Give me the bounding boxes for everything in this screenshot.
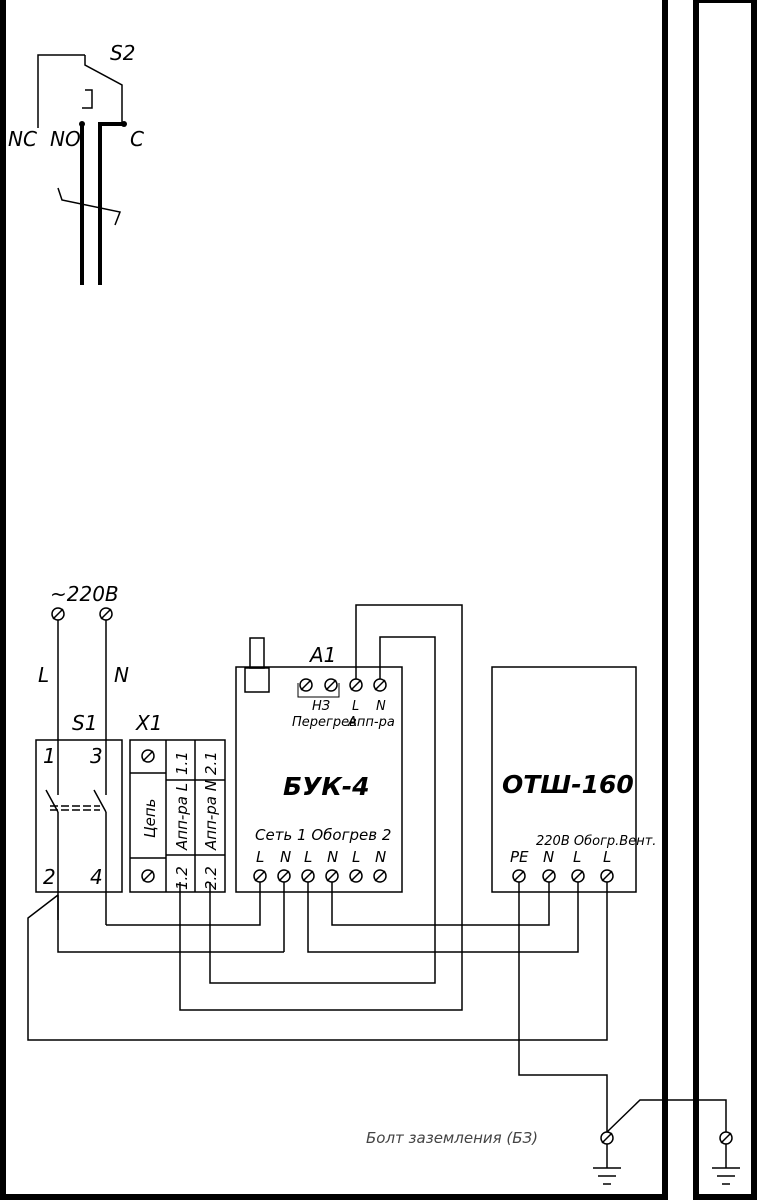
wiring <box>27 604 727 1168</box>
x1-cell-1-1: 1.1 <box>173 751 191 775</box>
heater-otsh160 <box>491 666 637 893</box>
buk4-heat2-l-terminal-icon <box>349 869 363 883</box>
otsh160-terminal-label-n: N <box>543 848 554 866</box>
buk4-app-n-terminal-icon <box>373 678 387 692</box>
otsh160-l2-terminal-icon <box>600 869 614 883</box>
buk4-a1-label: A1 <box>308 643 336 667</box>
buk4-nz-terminal-1-icon <box>299 678 313 692</box>
ground-symbol-icon <box>593 1167 621 1185</box>
supply-l-terminal-icon <box>51 607 65 621</box>
otsh160-title: ОТШ-160 <box>502 770 634 799</box>
supply-l-label: L <box>38 663 49 687</box>
breaker-s1 <box>35 739 123 893</box>
buk4-net-l-terminal-icon <box>253 869 267 883</box>
buk4-app-l-terminal-icon <box>349 678 363 692</box>
s2-label: S2 <box>110 41 135 65</box>
buk4-terminal-label-1: L <box>256 848 264 866</box>
s1-terminal-1: 1 <box>43 744 56 768</box>
buk4-overheat-label: Перегрев <box>292 715 357 730</box>
buk4-net-n-terminal-icon <box>277 869 291 883</box>
x1-app-n-label: Апп-ра N <box>202 780 220 851</box>
buk4-top-n-label: N <box>376 699 386 714</box>
buk4-nz-terminal-2-icon <box>324 678 338 692</box>
x1-cell-1-2: 1.2 <box>173 866 191 890</box>
s1-contacts <box>45 620 107 925</box>
terminal-block-x1 <box>129 739 226 893</box>
buk4-heat1-n-terminal-icon <box>325 869 339 883</box>
otsh160-terminal-label-l1: L <box>573 848 581 866</box>
x1-cell-2-2: 2.2 <box>202 866 220 890</box>
door-ground-terminal-icon <box>719 1131 733 1145</box>
door-ground-symbol-icon <box>712 1167 740 1185</box>
ground-bolt-label: Болт заземления (БЗ) <box>366 1129 538 1147</box>
buk4-nz-label: НЗ <box>312 699 330 714</box>
ground-bolt-terminal-icon <box>600 1131 614 1145</box>
buk4-terminal-label-5: L <box>352 848 360 866</box>
otsh160-terminal-label-pe: PE <box>510 848 529 866</box>
x1-label: X1 <box>135 711 162 735</box>
s1-label: S1 <box>72 711 97 735</box>
x1-top-terminal-icon <box>141 749 155 763</box>
otsh160-l1-terminal-icon <box>571 869 585 883</box>
buk4-terminal-label-4: N <box>327 848 338 866</box>
buk4-heat2-n-terminal-icon <box>373 869 387 883</box>
supply-n-label: N <box>114 663 129 687</box>
otsh160-n-terminal-icon <box>542 869 556 883</box>
buk4-title: БУК-4 <box>283 772 370 801</box>
x1-cell-2-1: 2.1 <box>202 751 220 775</box>
s1-terminal-4: 4 <box>90 865 103 889</box>
s1-terminal-3: 3 <box>90 744 103 768</box>
x1-circuit-label: Цепь <box>141 798 159 838</box>
buk4-nz-jumper <box>297 683 340 698</box>
controller-buk4 <box>235 666 403 893</box>
x1-bottom-terminal-icon <box>141 869 155 883</box>
otsh160-terminal-label-l2: L <box>603 848 611 866</box>
otsh160-pe-terminal-icon <box>512 869 526 883</box>
buk4-terminal-label-6: N <box>375 848 386 866</box>
otsh160-labels: 220В Обогр.Вент. <box>536 834 656 849</box>
buk4-terminal-label-3: L <box>304 848 312 866</box>
buk4-apparatus-label: Апп-ра <box>347 715 395 730</box>
buk4-groups-label: Сеть 1 Обогрев 2 <box>255 826 391 844</box>
s1-terminal-2: 2 <box>43 865 56 889</box>
x1-app-l-label: Апп-ра L <box>173 783 191 851</box>
buk4-top-l-label: L <box>352 699 359 714</box>
buk4-sensor <box>244 637 270 693</box>
buk4-terminal-label-2: N <box>280 848 291 866</box>
s2-no-label: NO <box>50 127 81 151</box>
door-switch-s2 <box>37 54 127 285</box>
supply-voltage-label: ~220В <box>50 582 119 606</box>
s2-nc-label: NC <box>8 127 37 151</box>
s2-c-label: C <box>130 127 144 151</box>
buk4-heat1-l-terminal-icon <box>301 869 315 883</box>
supply-n-terminal-icon <box>99 607 113 621</box>
